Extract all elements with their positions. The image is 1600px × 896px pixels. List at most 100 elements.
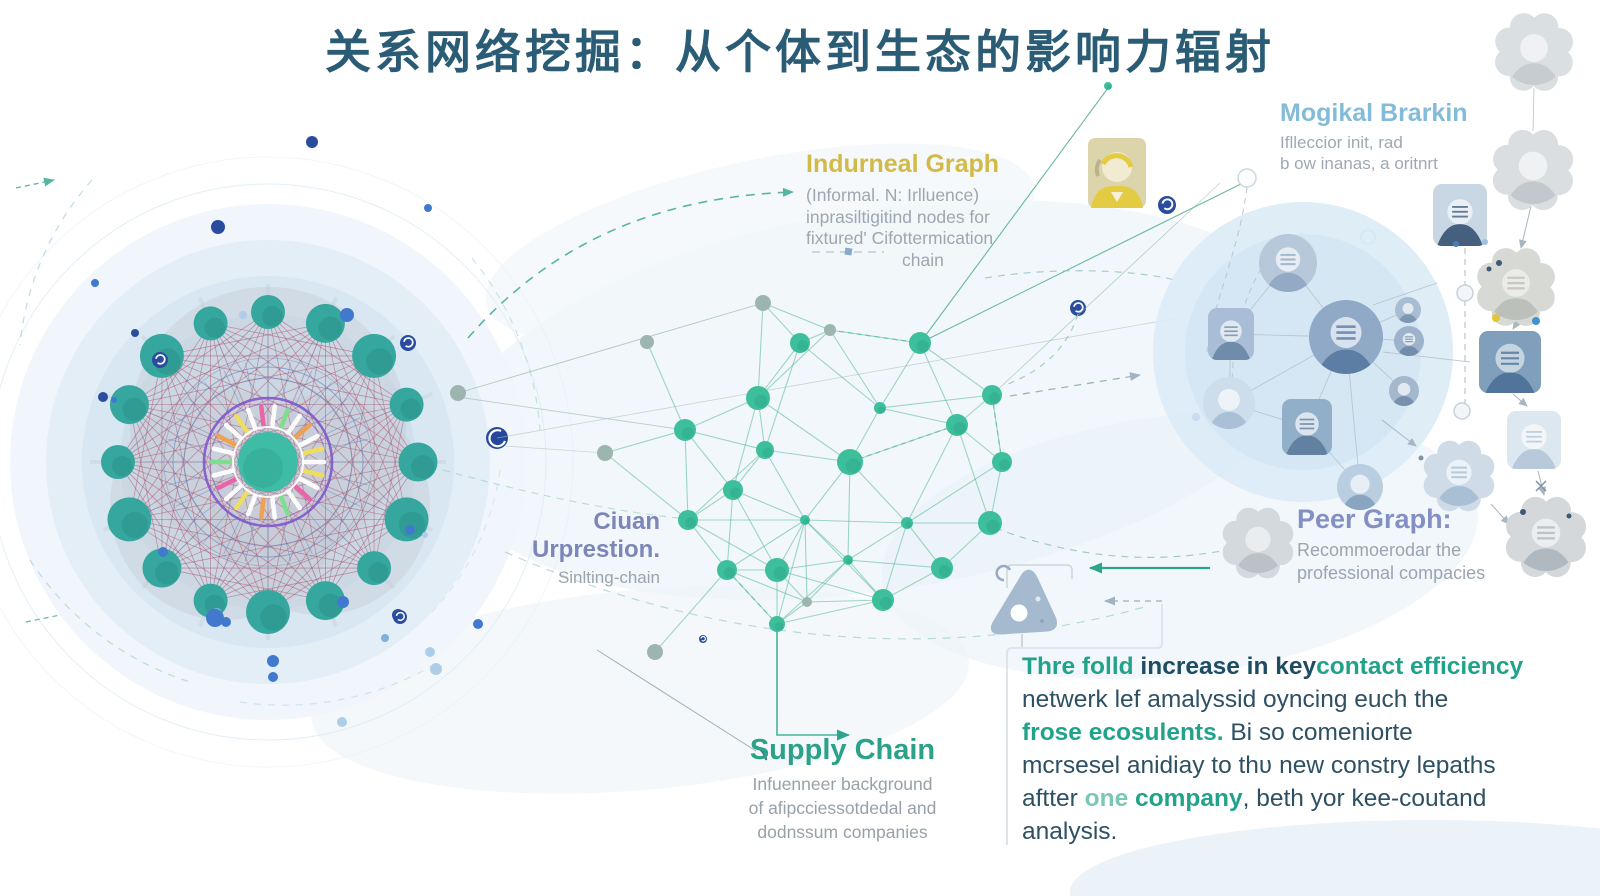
person-avatar-icon [1088,138,1146,208]
indurneal-line: chain [902,249,944,270]
dashed-arcs [0,156,574,768]
person-avatar [1479,331,1541,393]
callout-text-segment: contact efficiency [1316,653,1524,680]
page-title: 关系网络挖掘：从个体到生态的影响力辐射 [325,26,1275,78]
person-avatar [1477,248,1555,326]
green-node [843,555,853,565]
right-people-network [1203,13,1587,579]
green-node [992,452,1012,472]
callout-line: frose ecosulents. Bi so comeniorte [1022,716,1588,749]
scatter-dot [98,392,108,402]
callout-text-segment: aftter [1022,785,1085,812]
green-node [790,333,810,353]
peer-graph-heading: Peer Graph: [1297,504,1452,534]
center-green-network [450,82,1112,660]
mogikal-line: b ow inanas, a oritnrt [1280,154,1438,173]
ciuan-heading-line1: Ciuan [593,508,660,535]
scatter-dot [473,619,483,629]
green-node [874,402,886,414]
indurneal-line: fixtured' Cifottermication [806,228,994,248]
scatter-dot [91,279,99,287]
speck-dot [1486,266,1492,272]
scatter-dot [337,717,347,727]
scatter-dot [221,617,231,627]
person-avatar [1495,13,1573,91]
supply-line: of afipcciessotdedal and [748,798,937,818]
callout-text-segment: company [1135,785,1243,812]
green-node [674,419,696,441]
supply-line: Infuenneer background [752,774,933,794]
green-node [746,386,770,410]
supply-line: dodnssum companies [757,822,928,842]
person-avatar [1222,507,1294,579]
scatter-dot [131,329,139,337]
ciuan-subline: Sinlting-chain [557,568,660,587]
supply-chain-label: Supply Chain Infuenneer background of af… [700,734,985,844]
swirl-dot-icon [995,564,1012,582]
callout-text-segment: , beth yor kee-coutand [1242,785,1487,812]
green-node [909,332,931,354]
person-avatar [1507,411,1561,469]
peer-graph-label: Peer Graph: Recommoerodar the profession… [1297,504,1597,585]
scatter-dot [337,596,349,608]
scatter-dot [422,532,428,538]
mogikal-line: Iflleccior init, rad [1280,133,1403,152]
scatter-dot [424,204,432,212]
person-avatar [1433,184,1487,246]
scatter-dot [306,136,318,148]
callout-text-segment: one [1084,785,1136,812]
green-node [837,449,863,475]
peer-line: professional compacies [1297,563,1486,583]
scatter-dot [158,547,168,557]
scatter-dot [425,647,435,657]
callout-text-segment: increase in key [1133,653,1317,680]
waypoint-node [1237,168,1257,188]
speck-dot [1482,239,1488,245]
green-node [982,385,1002,405]
speck-dot [1453,241,1459,247]
green-node [931,557,953,579]
callout-text-segment: Bi so comeniorte [1223,719,1413,746]
scatter-dot [340,308,354,322]
callout-text-segment: frose ecosulents. [1022,719,1224,746]
person-avatar [1423,440,1495,512]
green-node [769,616,785,632]
scatter-dot [211,220,225,234]
scatter-dot [267,655,279,667]
callout-bracket [1006,604,1163,845]
speck-dot [1496,260,1502,266]
green-node [800,515,810,525]
gray-node [640,335,654,349]
supply-chain-heading: Supply Chain [749,734,936,766]
speck-dot [1566,513,1572,519]
green-node [901,517,913,529]
person-avatar [1259,234,1317,292]
insight-callout: Thre folld increase in keycontact effici… [1022,650,1588,848]
gray-node [802,597,812,607]
speck-dot [1492,314,1500,322]
gray-node [597,445,613,461]
green-node [756,441,774,459]
indurneal-graph-heading: Indurneal Graph [806,150,1000,178]
scatter-dot [268,672,278,682]
callout-line: Thre folld increase in keycontact effici… [1022,650,1588,683]
waypoint-node [1453,402,1471,420]
scatter-dot [239,311,247,319]
green-node [946,414,968,436]
mogikal-brarkin-heading: Mogikal Brarkin [1280,99,1468,127]
gray-node [755,295,771,311]
scatter-dot [405,525,415,535]
ciuan-urprestion-label: Ciuan Urprestion. Sinlting-chain [470,508,660,589]
indurneal-graph-label: Indurneal Graph (Informal. N: Irlluence)… [806,150,1066,271]
scatter-dot [111,397,117,403]
callout-text-segment: Thre folld [1022,653,1134,680]
speck-dot [1532,317,1540,325]
center-node [238,432,298,492]
green-node [1104,82,1112,90]
green-node [723,480,743,500]
green-node [765,558,789,582]
gray-node [824,324,836,336]
waypoint-node [1456,284,1474,302]
ciuan-heading-line2: Urprestion. [531,536,660,563]
